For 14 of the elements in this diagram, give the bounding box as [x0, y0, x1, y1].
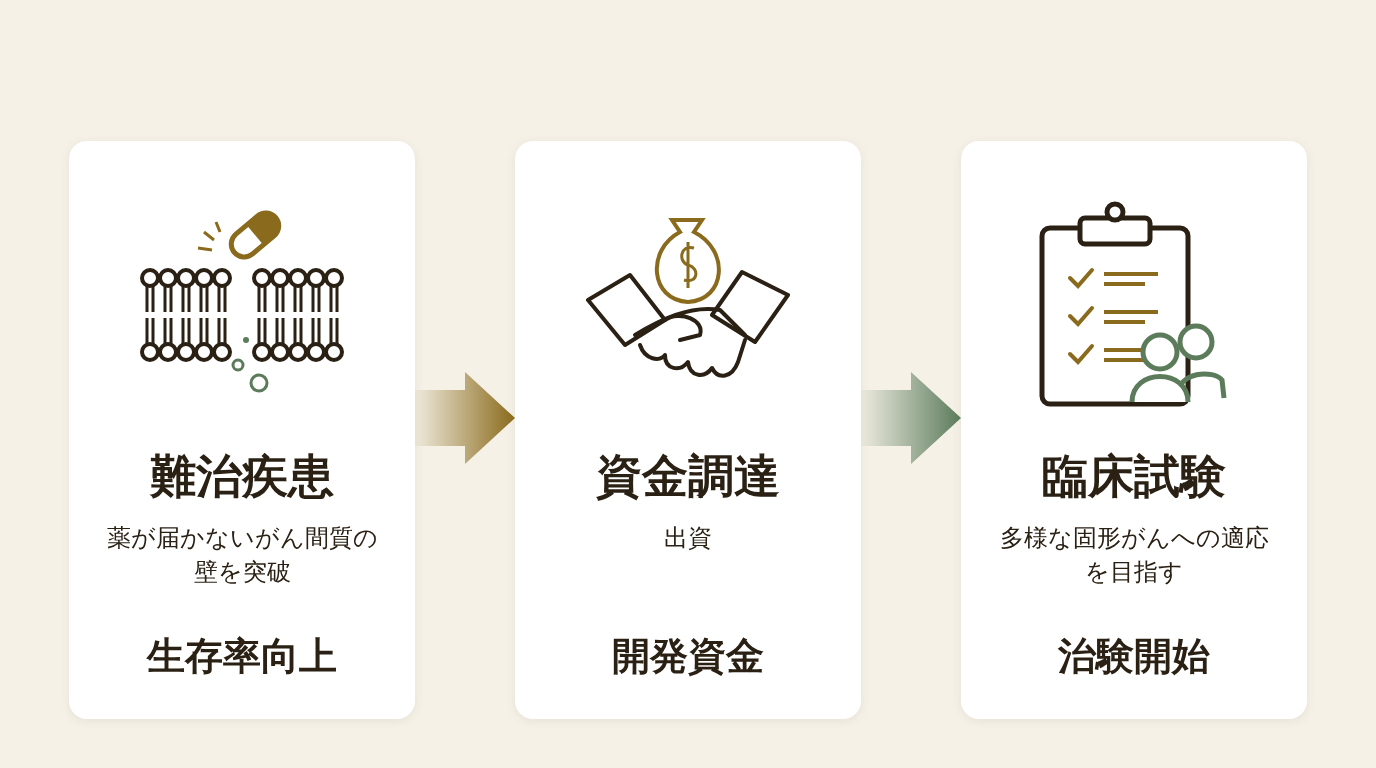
arrow — [415, 372, 515, 464]
card-result: 治験開始 — [1057, 633, 1211, 680]
card-result: 生存率向上 — [145, 633, 338, 680]
arrow — [861, 372, 961, 464]
card — [515, 141, 861, 719]
card-description: 薬が届かないがん間質の壁を突破 — [105, 523, 379, 588]
card-title: 難治疾患 — [149, 448, 335, 505]
card-title: 臨床試験 — [1041, 448, 1227, 505]
card — [69, 141, 415, 719]
card-result: 開発資金 — [611, 633, 765, 680]
card-description: 多様な固形がんへの適応を目指す — [998, 523, 1270, 588]
card — [961, 141, 1307, 719]
card-title: 資金調達 — [595, 448, 781, 505]
card-description: 出資 — [663, 523, 713, 554]
